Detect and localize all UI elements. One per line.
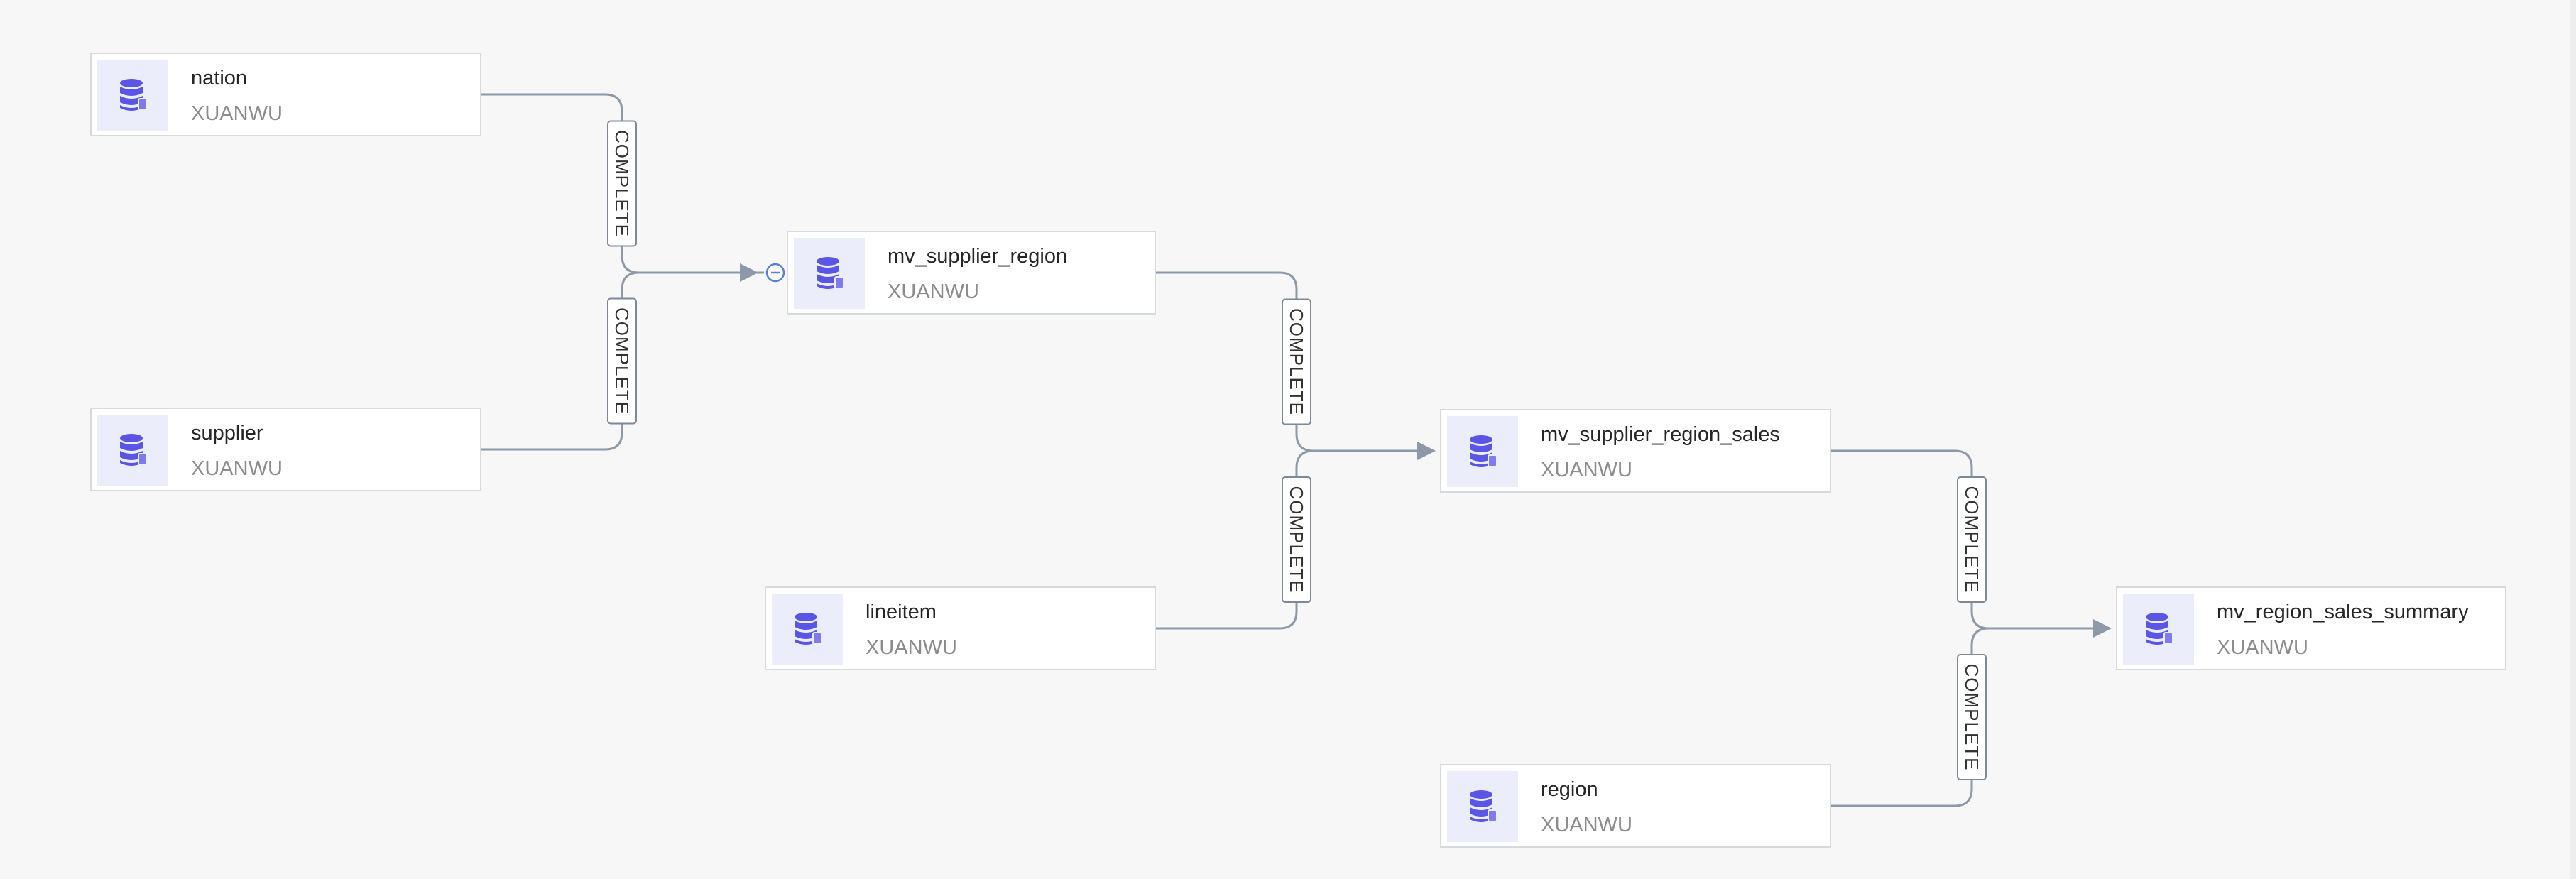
edge-path bbox=[1156, 271, 1314, 452]
edge-label: COMPLETE bbox=[1961, 663, 1982, 770]
database-icon bbox=[120, 79, 148, 111]
edge-label-box bbox=[607, 120, 637, 247]
edge-arrowhead bbox=[2093, 619, 2112, 638]
node-region[interactable]: region XUANWU bbox=[1440, 764, 1831, 848]
node-title: mv_supplier_region bbox=[888, 245, 1068, 268]
node-icon-box bbox=[772, 594, 843, 665]
edge-label: COMPLETE bbox=[1961, 486, 1982, 593]
node-subtitle: XUANWU bbox=[191, 457, 283, 480]
node-title: lineitem bbox=[866, 601, 937, 623]
edge-arrowhead bbox=[1417, 442, 1436, 460]
node-title: mv_supplier_region_sales bbox=[1541, 423, 1780, 446]
node-subtitle: XUANWU bbox=[866, 636, 957, 659]
node-mv-region-sales-summary[interactable]: mv_region_sales_summary XUANWU bbox=[2116, 586, 2506, 670]
node-subtitle: XUANWU bbox=[1541, 814, 1632, 836]
node-icon-box bbox=[1447, 771, 1518, 842]
edge-path bbox=[481, 271, 640, 451]
database-icon bbox=[817, 257, 844, 289]
node-title: supplier bbox=[191, 422, 263, 444]
node-title: nation bbox=[191, 67, 248, 89]
node-title: region bbox=[1541, 778, 1598, 801]
edge-path bbox=[1831, 449, 1990, 630]
node-lineitem[interactable]: lineitem XUANWU bbox=[765, 586, 1156, 670]
node-mv-supplier-region[interactable]: mv_supplier_region XUANWU bbox=[787, 231, 1156, 315]
edge-path bbox=[1831, 627, 1990, 807]
database-icon bbox=[1470, 435, 1497, 467]
edge-label: COMPLETE bbox=[611, 130, 633, 237]
node-mv-supplier-region-sales[interactable]: mv_supplier_region_sales XUANWU bbox=[1440, 409, 1831, 493]
node-icon-box bbox=[97, 415, 168, 486]
edge-label-box bbox=[1282, 298, 1311, 425]
edge-label: COMPLETE bbox=[1286, 486, 1307, 593]
database-icon bbox=[795, 613, 822, 645]
edge-label-box bbox=[607, 297, 637, 425]
node-icon-box bbox=[2123, 594, 2194, 665]
database-icon bbox=[120, 434, 148, 466]
node-nation[interactable]: nation XUANWU bbox=[90, 53, 481, 136]
node-subtitle: XUANWU bbox=[888, 280, 979, 303]
node-subtitle: XUANWU bbox=[2217, 636, 2308, 659]
scroll-edge bbox=[2570, 0, 2576, 879]
database-icon bbox=[2146, 613, 2173, 645]
node-subtitle: XUANWU bbox=[1541, 459, 1632, 481]
node-icon-box bbox=[794, 238, 865, 309]
database-icon bbox=[1470, 790, 1497, 822]
node-subtitle: XUANWU bbox=[191, 102, 283, 125]
node-icon-box bbox=[97, 60, 168, 131]
edge-label-box bbox=[1282, 476, 1311, 603]
edge-label-box bbox=[1957, 476, 1987, 603]
node-title: mv_region_sales_summary bbox=[2217, 601, 2469, 623]
node-icon-box bbox=[1447, 416, 1518, 487]
edge-path bbox=[481, 93, 640, 274]
edge-label: COMPLETE bbox=[611, 307, 633, 415]
edge-path bbox=[1156, 449, 1314, 630]
node-supplier[interactable]: supplier XUANWU bbox=[90, 408, 481, 491]
edge-arrowhead bbox=[740, 263, 758, 282]
edge-label: COMPLETE bbox=[1286, 308, 1307, 415]
edge-label-box bbox=[1957, 654, 1987, 780]
